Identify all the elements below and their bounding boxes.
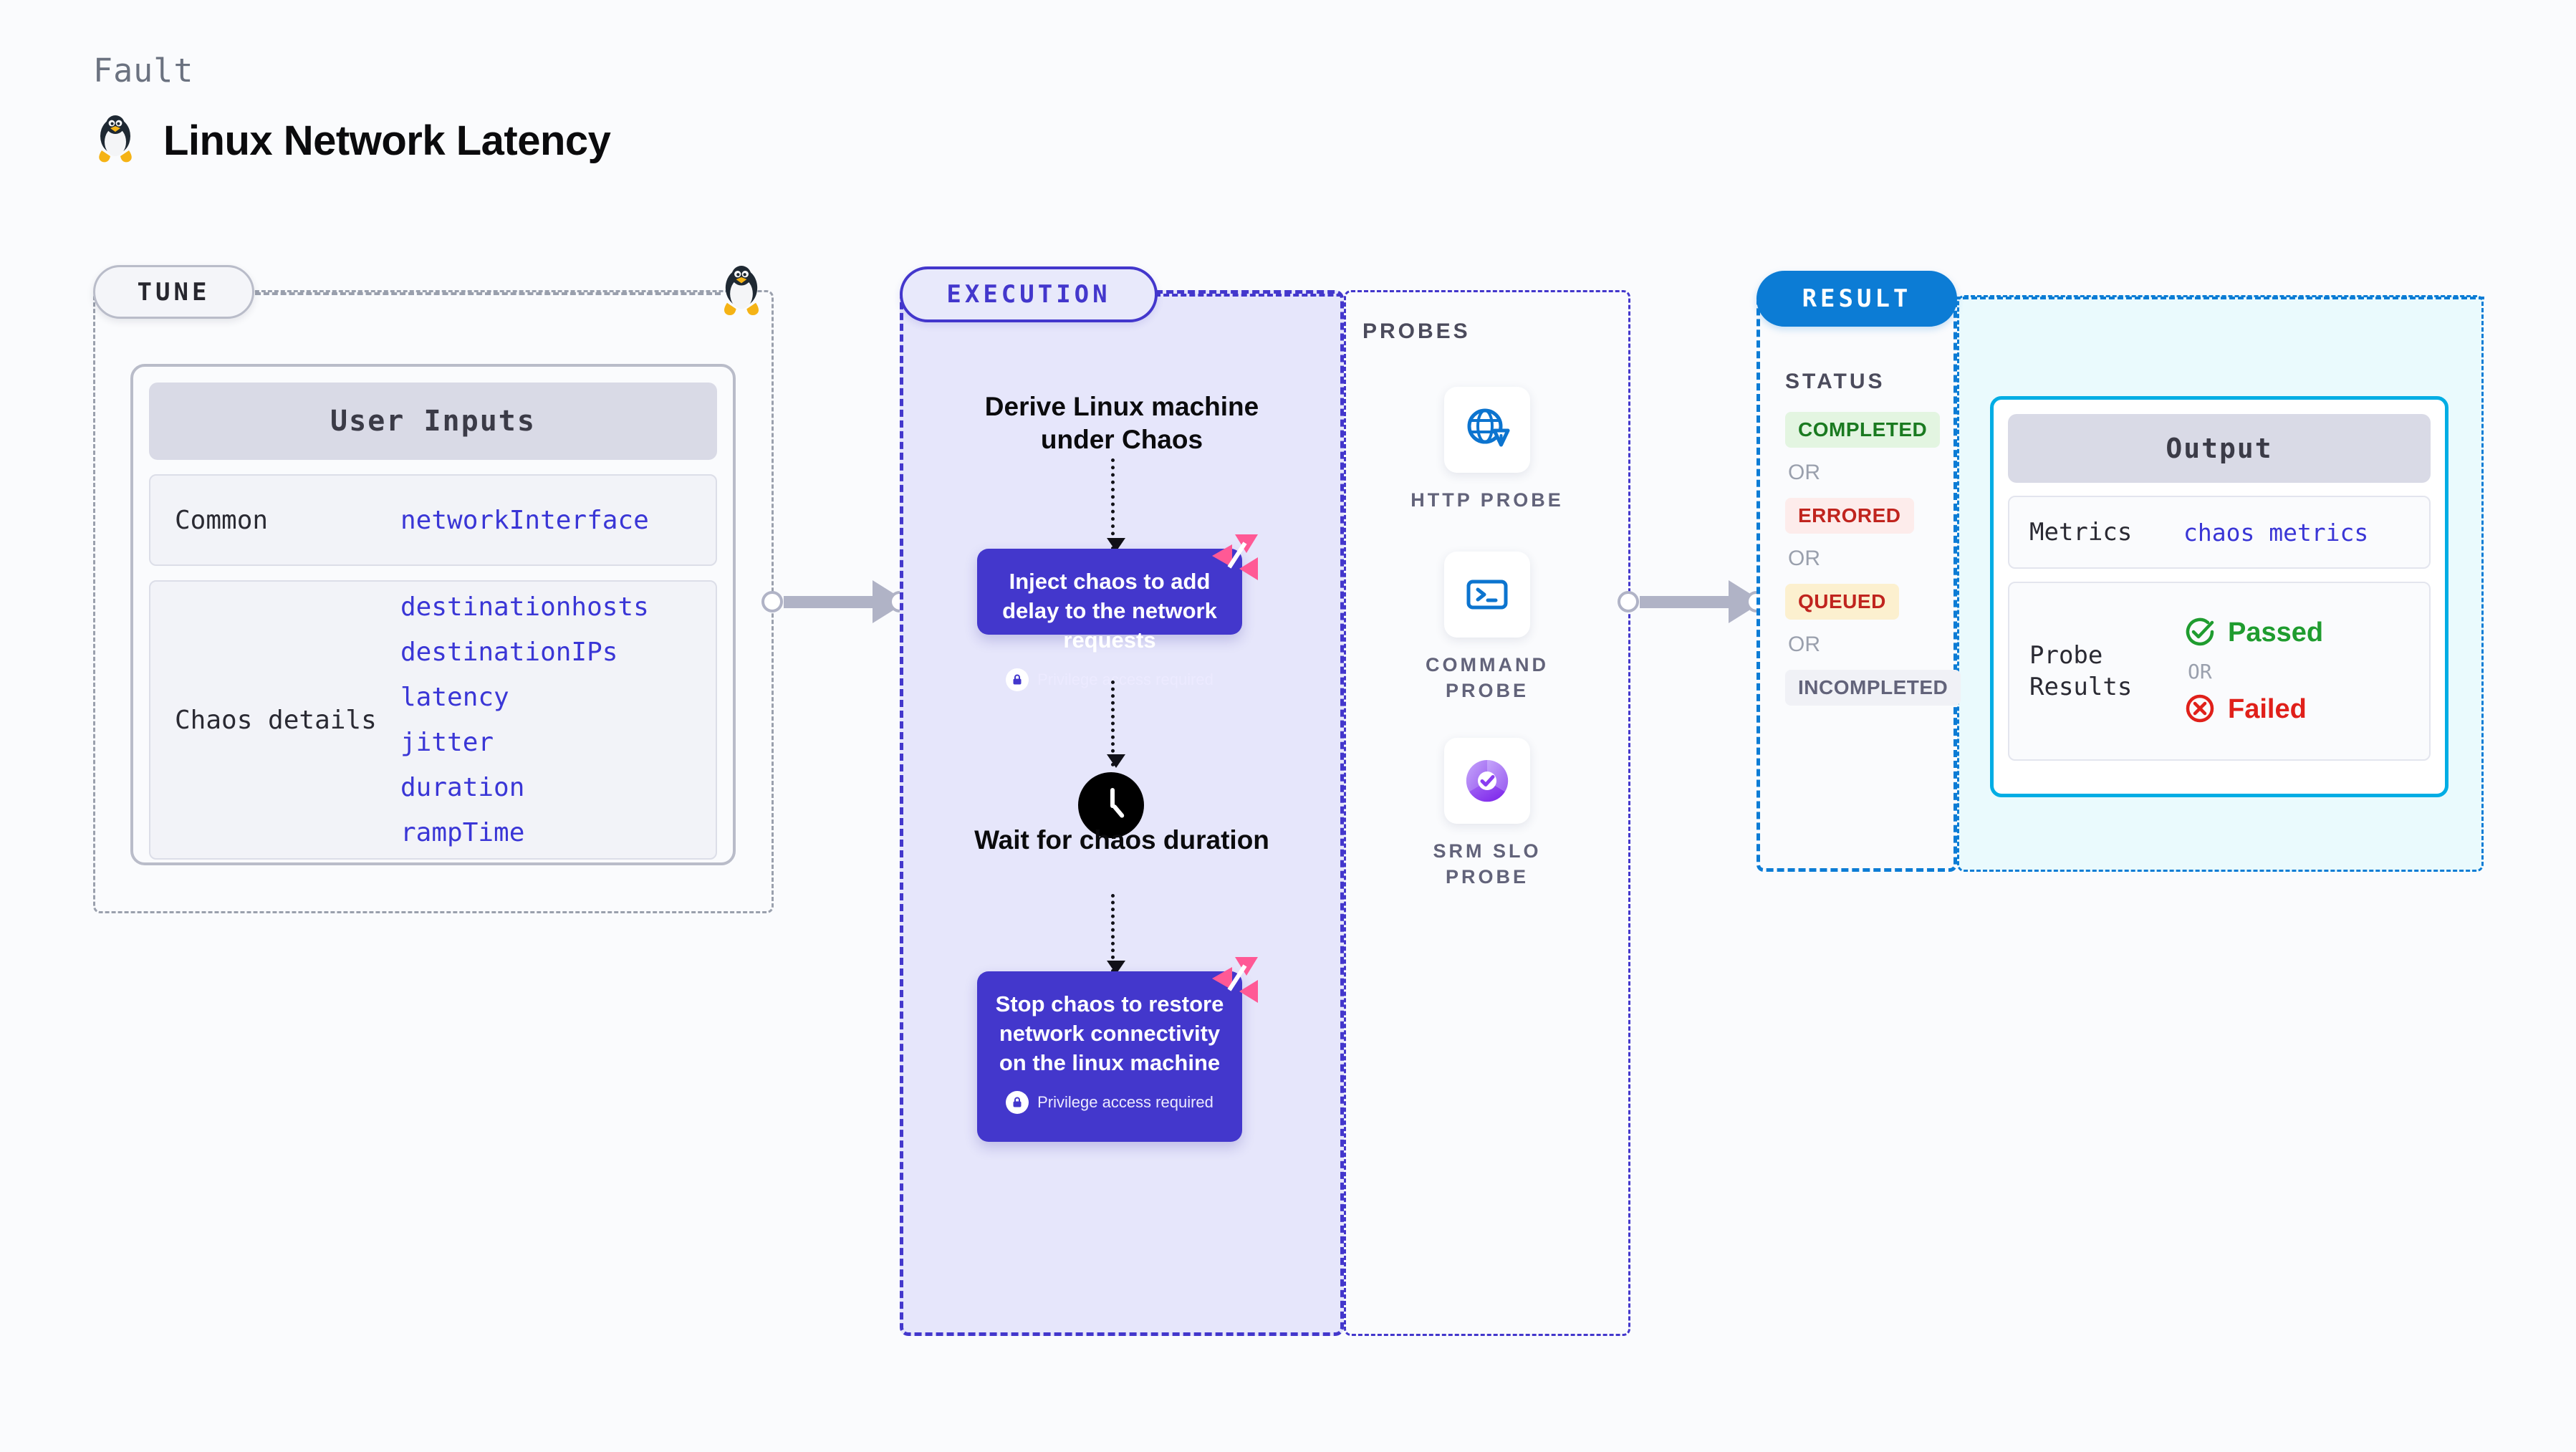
connector-endpoint-probes	[1618, 591, 1639, 612]
verdict-passed-label: Passed	[2228, 617, 2324, 648]
execution-pill[interactable]: EXECUTION	[900, 266, 1158, 322]
status-badge-completed: COMPLETED	[1785, 412, 1941, 448]
stop-chaos-note-text: Privilege access required	[1037, 1092, 1213, 1111]
slo-donut-check-icon	[1444, 738, 1530, 824]
inject-chaos-note-text: Privilege access required	[1037, 670, 1213, 688]
output-row-probe-results: Probe Results Passed OR	[2008, 582, 2431, 761]
execution-card-stop-chaos[interactable]: Stop chaos to restore network connectivi…	[977, 957, 1258, 1142]
probe-item-http[interactable]: HTTP PROBE	[1401, 387, 1573, 513]
probe-label-command: COMMAND PROBE	[1426, 654, 1549, 702]
lock-icon	[1006, 668, 1029, 691]
row-values-common: networkInterface	[400, 506, 649, 535]
result-connector-line	[1954, 297, 2484, 299]
tune-connector-line	[255, 292, 721, 295]
tux-penguin-icon	[93, 115, 138, 166]
probe-item-command[interactable]: COMMAND PROBE	[1401, 552, 1573, 704]
x-circle-icon	[2183, 692, 2216, 728]
tune-pill[interactable]: TUNE	[93, 265, 254, 319]
arrow-derive-to-inject	[1107, 458, 1125, 552]
input-ramptime[interactable]: rampTime	[400, 818, 525, 847]
result-pill[interactable]: RESULT	[1756, 271, 1957, 327]
probe-label-http: HTTP PROBE	[1410, 489, 1564, 511]
status-badge-queued: QUEUED	[1785, 584, 1899, 620]
inject-chaos-title: Inject chaos to add delay to the network…	[1002, 569, 1217, 653]
row-label-chaos-details: Chaos details	[175, 705, 377, 735]
status-or-3: OR	[1788, 633, 1820, 656]
output-label-metrics: Metrics	[2029, 517, 2133, 547]
status-badge-errored: ERRORED	[1785, 498, 1914, 534]
execution-card-inject-chaos[interactable]: Inject chaos to add delay to the network…	[977, 534, 1258, 691]
row-values-chaos-details: destinationhosts destinationIPs latency …	[400, 592, 649, 847]
stop-chaos-title: Stop chaos to restore network connectivi…	[995, 991, 1224, 1075]
user-input-row-chaos-details: Chaos details destinationhosts destinati…	[149, 580, 717, 860]
output-card: Output Metrics chaos metrics Probe Resul…	[1990, 396, 2448, 797]
execution-step-derive-text: Derive Linux machine under Chaos	[984, 392, 1259, 455]
arrow-wait-to-stop	[1107, 894, 1125, 974]
harness-logo-icon	[1208, 953, 1261, 1006]
result-panel	[1756, 295, 1957, 872]
stop-chaos-note: Privilege access required	[993, 1090, 1226, 1114]
clock-icon	[1078, 772, 1144, 838]
input-latency[interactable]: latency	[400, 683, 509, 712]
verdict-or: OR	[2188, 659, 2212, 683]
inject-chaos-note: Privilege access required	[993, 668, 1226, 691]
connector-endpoint-tune	[761, 591, 783, 612]
status-title: STATUS	[1785, 370, 1885, 393]
page-title: Linux Network Latency	[163, 117, 611, 164]
user-inputs-header: User Inputs	[149, 383, 717, 460]
lock-icon	[1006, 1090, 1029, 1114]
probe-item-srm-slo[interactable]: SRM SLO PROBE	[1401, 738, 1573, 890]
status-badge-stack: COMPLETED OR ERRORED OR QUEUED OR INCOMP…	[1785, 412, 1961, 706]
input-destinationips[interactable]: destinationIPs	[400, 638, 618, 667]
output-row-metrics: Metrics chaos metrics	[2008, 496, 2431, 569]
status-or-1: OR	[1788, 461, 1820, 484]
status-badge-incompleted: INCOMPLETED	[1785, 670, 1961, 706]
user-inputs-card: User Inputs Common networkInterface Chao…	[130, 364, 736, 865]
tune-tux-penguin-icon	[718, 265, 765, 323]
verdict-passed: Passed	[2183, 615, 2323, 651]
user-input-row-common: Common networkInterface	[149, 474, 717, 566]
check-circle-icon	[2183, 615, 2216, 651]
row-label-common: Common	[175, 505, 269, 535]
output-verdict-stack: Passed OR Failed	[2183, 615, 2323, 728]
probe-label-srm-slo: SRM SLO PROBE	[1433, 840, 1542, 888]
input-destinationhosts[interactable]: destinationhosts	[400, 592, 649, 622]
probes-title: PROBES	[1363, 319, 1471, 343]
output-value-metrics[interactable]: chaos metrics	[2183, 518, 2369, 547]
globe-warning-icon	[1444, 387, 1530, 473]
input-duration[interactable]: duration	[400, 773, 525, 802]
execution-step-wait-text: Wait for chaos duration	[974, 825, 1269, 855]
arrow-inject-to-wait	[1107, 681, 1125, 768]
output-header: Output	[2008, 414, 2431, 483]
harness-logo-icon	[1208, 530, 1261, 583]
page-title-row: Linux Network Latency	[93, 115, 611, 166]
verdict-failed: Failed	[2183, 692, 2323, 728]
input-network-interface[interactable]: networkInterface	[400, 505, 649, 535]
input-jitter[interactable]: jitter	[400, 728, 494, 757]
output-label-probe-results: Probe Results	[2029, 640, 2133, 701]
verdict-failed-label: Failed	[2228, 694, 2307, 724]
status-or-2: OR	[1788, 547, 1820, 570]
fault-kicker: Fault	[93, 52, 194, 90]
terminal-icon	[1444, 552, 1530, 638]
